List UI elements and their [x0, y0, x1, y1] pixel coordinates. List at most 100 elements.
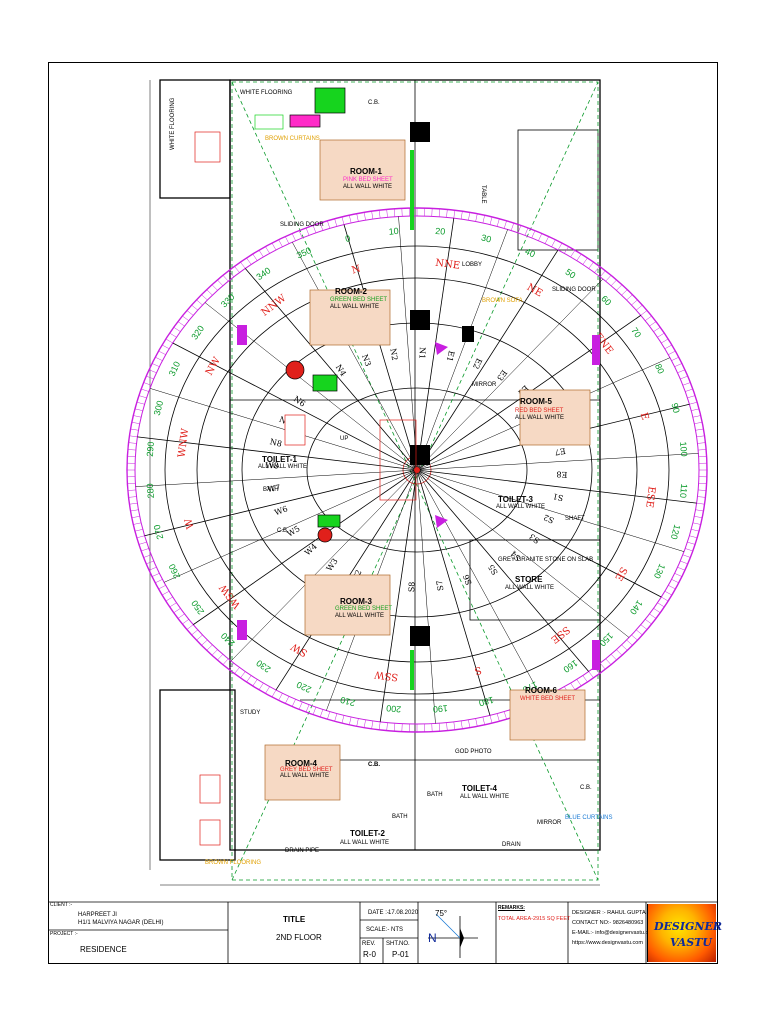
ring-tick: [151, 363, 160, 367]
ring-tick: [217, 279, 224, 286]
ring-tick: [475, 718, 478, 727]
ring-tick: [141, 388, 149, 392]
toilet1-name: TOILET-1: [262, 455, 297, 464]
ring-tick: [438, 723, 441, 732]
ring-tick: [657, 602, 665, 608]
degree-label: 70: [629, 326, 643, 340]
ring-tick: [393, 208, 396, 217]
ring-tick: [136, 535, 145, 539]
ring-tick: [671, 356, 679, 361]
ring-tick: [191, 304, 199, 311]
degree-label: 110: [678, 483, 689, 498]
pada-label: S7: [435, 580, 446, 592]
ring-tick: [674, 573, 683, 577]
building-outline: [159, 79, 601, 861]
email: E-MAIL:- info@designervastu.com: [572, 930, 656, 936]
ring-tick: [148, 566, 157, 571]
degree-label: 330: [219, 292, 237, 310]
ring-tick: [146, 375, 154, 380]
brahmasthan-center: [414, 467, 420, 473]
pada-label: E7: [554, 446, 566, 457]
cb-label-left: C.B.: [277, 528, 289, 534]
website-link[interactable]: https://www.designvastu.com: [572, 940, 643, 946]
ring-tick: [551, 239, 556, 247]
sht-label: SHT.NO.: [386, 941, 410, 947]
room1-sheet: PINK BED SHEET: [343, 177, 393, 183]
ring-tick: [356, 213, 359, 222]
ring-tick: [695, 509, 704, 512]
degree-label: 300: [152, 399, 166, 416]
ring-tick: [196, 634, 203, 641]
ring-tick: [363, 719, 366, 728]
ring-tick: [222, 658, 229, 665]
ring-tick: [291, 699, 296, 707]
pada-label: N1: [417, 347, 426, 359]
title-label: TITLE: [283, 915, 306, 924]
god-photo-label: GOD PHOTO: [455, 749, 492, 755]
ring-tick: [695, 428, 704, 431]
ring-tick: [158, 350, 166, 355]
ring-tick: [640, 310, 648, 316]
dimension-lines: [149, 80, 600, 886]
direction-label: ESE: [643, 486, 657, 509]
brown-sofa-label: BROWN SOFA: [482, 298, 523, 304]
pada-label: S8: [407, 581, 416, 592]
ring-tick: [696, 502, 705, 505]
ring-tick: [698, 449, 707, 451]
room3-walls: ALL WALL WHITE: [335, 613, 385, 619]
ring-tick: [312, 225, 317, 233]
toilet4-name: TOILET-4: [462, 784, 497, 793]
ring-tick: [482, 716, 485, 725]
wheel-circle: [306, 387, 528, 553]
room1-name: ROOM-1: [350, 167, 382, 176]
degree-label: 30: [480, 232, 492, 244]
degree-label: 230: [254, 658, 272, 675]
bath-label-2: BATH: [392, 814, 408, 820]
degree-label: 100: [678, 441, 689, 457]
ring-tick: [127, 449, 136, 451]
table-label: TABLE: [480, 185, 486, 204]
brown-flooring-label: BROWN FLOORING: [205, 860, 262, 866]
white-flooring-top-label: WHITE FLOORING: [240, 90, 293, 96]
ring-tick: [588, 261, 594, 269]
sliding-door-label-2: SLIDING DOOR: [552, 287, 596, 293]
client-address: H1/1 MALVIYA NAGAR (DELHI): [78, 920, 164, 926]
ring-tick: [312, 707, 317, 715]
degree-label: 320: [189, 324, 206, 342]
wheel-spoke: [416, 229, 508, 471]
ring-tick: [240, 261, 246, 269]
ring-tick: [694, 516, 703, 518]
wheel-spoke: [135, 469, 418, 487]
direction-label: SSE: [548, 624, 571, 645]
wheel-spoke: [379, 469, 418, 722]
ring-tick: [664, 590, 672, 596]
ring-tick: [631, 634, 638, 641]
ring-tick: [635, 629, 643, 636]
degree-label: 220: [295, 679, 313, 694]
ring-tick: [605, 275, 612, 282]
cb-label-top: C.B.: [368, 100, 380, 106]
ring-tick: [682, 382, 691, 386]
vastu-wheel: [135, 216, 699, 724]
pada-label: S1: [552, 491, 564, 502]
wheel-spoke: [163, 469, 418, 583]
wheel-spoke: [398, 216, 418, 471]
bath-label-3: BATH: [427, 792, 443, 798]
ring-tick: [610, 279, 617, 286]
ring-tick: [133, 415, 142, 418]
room3-sheet: GREEN BED SHEET: [335, 606, 393, 612]
ring-tick: [191, 629, 199, 636]
blue-curtains-label: BLUE CURTAINS: [565, 815, 613, 821]
room2-name: ROOM-2: [335, 287, 367, 296]
pada-label: W3: [325, 557, 340, 573]
degree-label: 80: [653, 362, 666, 375]
ring-tick: [691, 529, 700, 532]
client-label: CLIENT :-: [50, 902, 73, 908]
title-value: 2ND FLOOR: [276, 933, 322, 942]
ring-tick: [177, 613, 185, 619]
ring-tick: [661, 338, 669, 344]
ring-tick: [349, 215, 352, 224]
ring-tick: [341, 216, 345, 225]
direction-label: W: [183, 516, 196, 529]
store-sheet: GREY GRANITE STONE ON SLAB: [498, 557, 594, 563]
